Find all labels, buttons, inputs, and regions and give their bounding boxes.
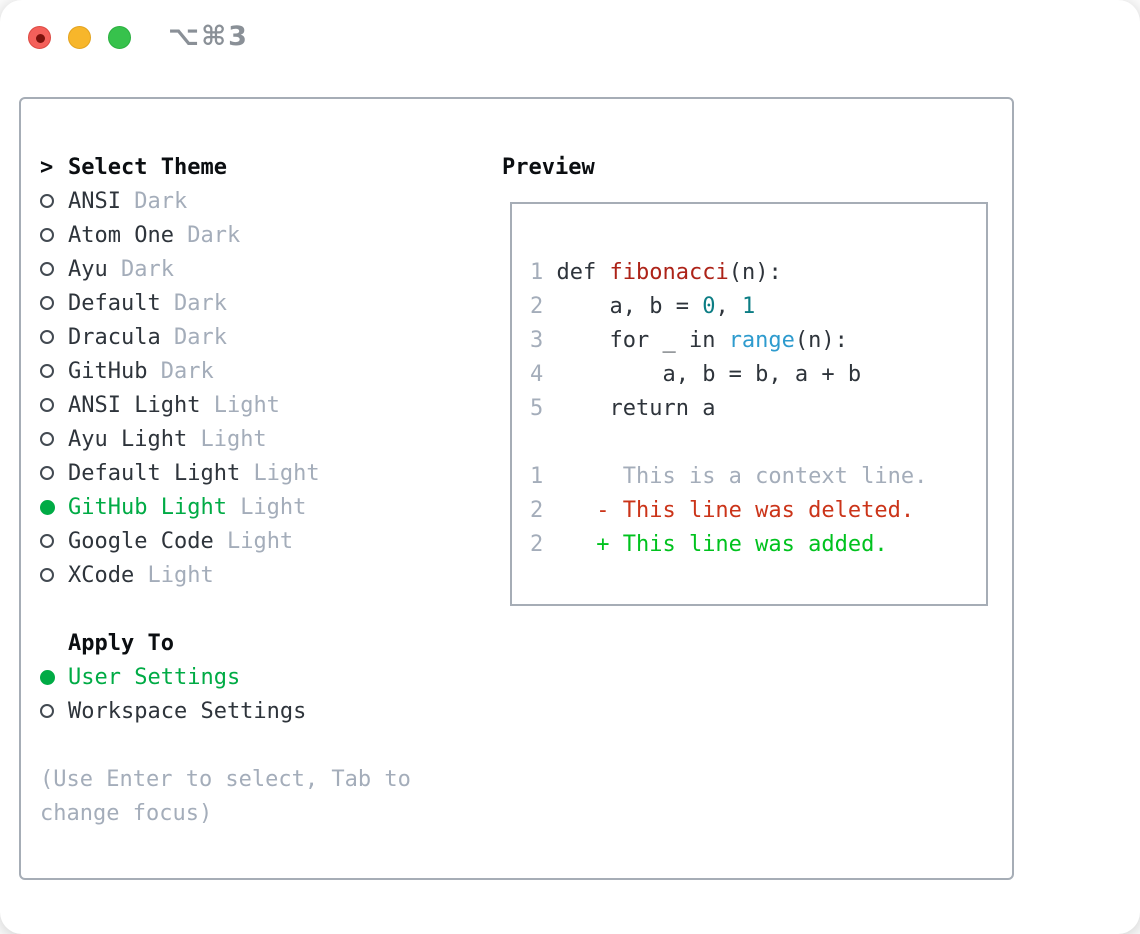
theme-variant-label: Dark — [173, 290, 227, 316]
radio-icon — [40, 194, 68, 208]
theme-option-dracula[interactable]: Dracula Dark — [40, 320, 411, 354]
theme-option-xcode[interactable]: XCode Light — [40, 558, 411, 592]
theme-option-atom-one[interactable]: Atom One Dark — [40, 218, 411, 252]
radio-icon — [40, 466, 68, 480]
option-label: Workspace Settings — [68, 698, 307, 724]
radio-selected-icon — [40, 669, 68, 685]
code-line: 2 a, b = 0, 1 — [530, 294, 756, 319]
line-number: 3 — [530, 328, 544, 353]
option-label: Default Dark — [68, 290, 227, 316]
minimize-button[interactable] — [68, 26, 91, 49]
window-title: ⌥⌘3 — [168, 21, 249, 52]
code-line: 2 - This line was deleted. — [530, 498, 915, 523]
radio-selected-icon — [40, 499, 68, 515]
option-label: Google Code Light — [68, 528, 294, 554]
code-preview: 1 def fibonacci(n): 2 a, b = 0, 1 3 for _ … — [530, 256, 970, 562]
option-label: Ayu Dark — [68, 256, 174, 282]
line-number: 4 — [530, 362, 544, 387]
line-number: 2 — [530, 294, 544, 319]
theme-variant-label: Light — [147, 562, 214, 588]
theme-variant-label: Dark — [187, 222, 241, 248]
code-line: 1 def fibonacci(n): — [530, 260, 782, 285]
option-label: GitHub Dark — [68, 358, 214, 384]
option-label: ANSI Light Light — [68, 392, 280, 418]
apply-to-title: Apply To — [68, 630, 174, 656]
option-label: Dracula Dark — [68, 324, 227, 350]
radio-icon — [40, 398, 68, 412]
option-label: Ayu Light Light — [68, 426, 267, 452]
option-label: GitHub Light Light — [68, 494, 307, 520]
line-number: 2 — [530, 532, 544, 557]
apply-option-user-settings[interactable]: User Settings — [40, 660, 411, 694]
radio-icon — [40, 534, 68, 548]
hint-line-1: (Use Enter to select, Tab to — [40, 766, 411, 792]
radio-icon — [40, 364, 68, 378]
code-line — [530, 426, 970, 460]
radio-icon — [40, 262, 68, 276]
theme-variant-label: Dark — [160, 358, 214, 384]
code-line: 5 return a — [530, 396, 716, 421]
option-label: ANSI Dark — [68, 188, 188, 214]
theme-variant-label: Light — [240, 494, 307, 520]
option-label: Atom One Dark — [68, 222, 241, 248]
preview-title: Preview — [502, 154, 595, 180]
theme-option-ansi-light[interactable]: ANSI Light Light — [40, 388, 411, 422]
theme-variant-label: Light — [213, 392, 280, 418]
option-label: User Settings — [68, 664, 241, 690]
code-line: 3 for _ in range(n): — [530, 328, 848, 353]
hint-line-2: change focus) — [40, 800, 213, 826]
code-line: 4 a, b = b, a + b — [530, 362, 862, 387]
theme-option-default[interactable]: Default Dark — [40, 286, 411, 320]
select-theme-header-row: > Select Theme — [40, 150, 411, 184]
spacer — [40, 592, 411, 626]
theme-variant-label: Dark — [173, 324, 227, 350]
theme-option-ayu-light[interactable]: Ayu Light Light — [40, 422, 411, 456]
option-label: Default Light Light — [68, 460, 320, 486]
theme-variant-label: Dark — [134, 188, 188, 214]
theme-variant-label: Light — [226, 528, 294, 554]
line-number: 5 — [530, 396, 544, 421]
close-button[interactable] — [28, 26, 51, 49]
line-number: 2 — [530, 498, 544, 523]
theme-option-github-light[interactable]: GitHub Light Light — [40, 490, 411, 524]
radio-icon — [40, 228, 68, 242]
theme-variant-label: Dark — [120, 256, 174, 282]
spacer — [40, 728, 411, 762]
code-line: 2 + This line was added. — [530, 532, 888, 557]
option-label: XCode Light — [68, 562, 214, 588]
radio-icon — [40, 568, 68, 582]
select-theme-title: Select Theme — [68, 154, 227, 180]
traffic-lights — [28, 26, 131, 49]
close-dot-icon — [36, 34, 45, 43]
zoom-button[interactable] — [108, 26, 131, 49]
theme-variant-label: Light — [200, 426, 267, 452]
radio-icon — [40, 432, 68, 446]
theme-option-ayu[interactable]: Ayu Dark — [40, 252, 411, 286]
line-number: 1 — [530, 464, 544, 489]
code-line: 1 This is a context line. — [530, 464, 928, 489]
theme-option-google-code[interactable]: Google Code Light — [40, 524, 411, 558]
apply-option-workspace-settings[interactable]: Workspace Settings — [40, 694, 411, 728]
line-number: 1 — [530, 260, 544, 285]
theme-option-ansi[interactable]: ANSI Dark — [40, 184, 411, 218]
radio-icon — [40, 330, 68, 344]
theme-option-default-light[interactable]: Default Light Light — [40, 456, 411, 490]
theme-variant-label: Light — [253, 460, 320, 486]
prompt-arrow-icon: > — [40, 154, 54, 180]
preview-code-box: 1 def fibonacci(n): 2 a, b = 0, 1 3 for _ … — [510, 202, 988, 606]
apply-to-header-row: Apply To — [40, 626, 411, 660]
radio-icon — [40, 704, 68, 718]
radio-icon — [40, 296, 68, 310]
theme-option-github[interactable]: GitHub Dark — [40, 354, 411, 388]
